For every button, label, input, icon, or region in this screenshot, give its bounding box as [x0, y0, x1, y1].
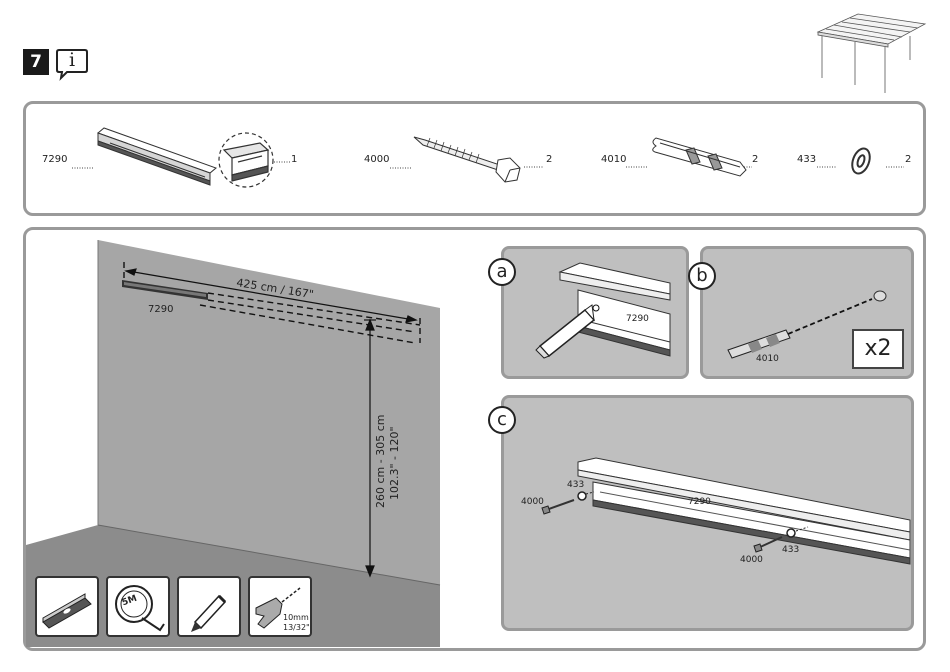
- detail-c-marker: c: [488, 406, 516, 434]
- washer-left-label: 433: [567, 480, 584, 490]
- washer-right-icon: [787, 529, 795, 537]
- detail-c-beam-label: 7290: [688, 497, 711, 507]
- washer-left-icon: [578, 492, 586, 500]
- washer-right-label: 433: [782, 545, 799, 555]
- screw-left-icon: [542, 500, 574, 514]
- screw-right-label: 4000: [740, 555, 763, 565]
- screw-right-icon: [754, 537, 782, 552]
- screw-left-label: 4000: [521, 497, 544, 507]
- detail-c-letter: c: [497, 409, 507, 430]
